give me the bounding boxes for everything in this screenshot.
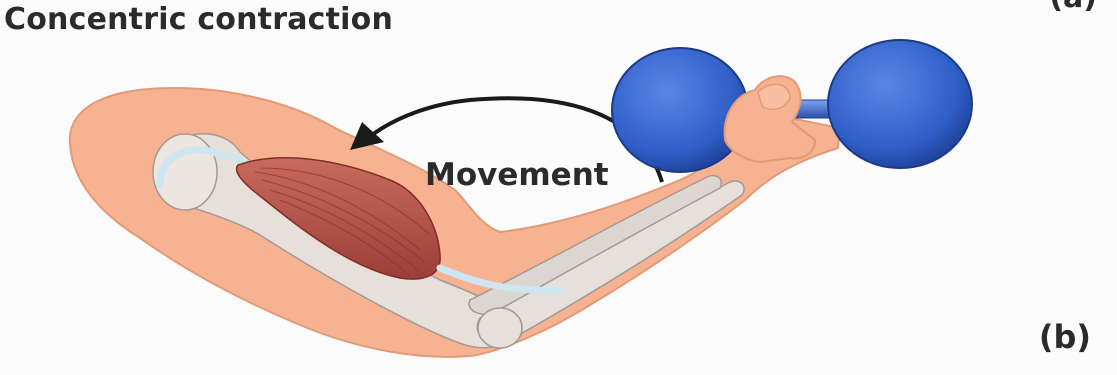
thumb bbox=[758, 84, 790, 109]
dumbbell-left-plate bbox=[612, 48, 748, 172]
movement-label: Movement bbox=[425, 157, 609, 193]
elbow-joint bbox=[478, 308, 522, 348]
arrow-head bbox=[350, 122, 384, 150]
dumbbell-right-plate bbox=[828, 40, 972, 168]
